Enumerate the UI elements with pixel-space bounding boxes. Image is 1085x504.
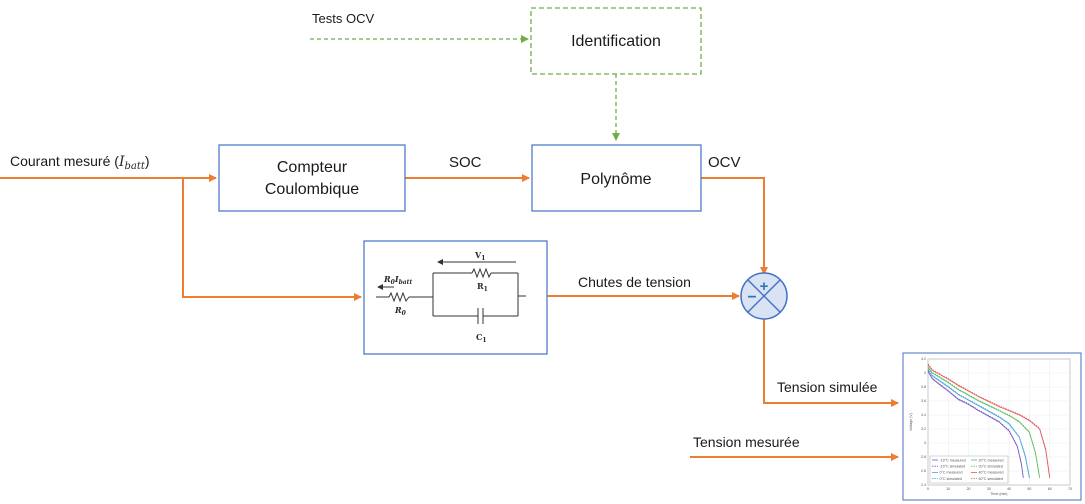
legend-entry: 0°C simulated	[940, 477, 962, 481]
x-axis-label: Time (min)	[990, 492, 1007, 496]
y-tick-label: 3.4	[921, 413, 926, 417]
x-tick-label: 10	[946, 487, 950, 491]
v1-label: V1	[474, 250, 485, 262]
x-tick-label: 60	[1048, 487, 1052, 491]
compteur-label-line2: Coulombique	[265, 181, 359, 198]
legend-entry: 0°C measured	[940, 471, 963, 475]
compteur-label-line1: Compteur	[277, 159, 348, 176]
x-tick-label: 50	[1027, 487, 1031, 491]
r0-resistor	[388, 291, 410, 303]
legend-entry: 40°C measured	[979, 471, 1004, 475]
summing-junction	[740, 272, 788, 320]
legend-entry: 40°C simulated	[979, 477, 1003, 481]
x-tick-label: 70	[1068, 487, 1072, 491]
series-line-1	[927, 370, 1024, 477]
r1-resistor	[471, 267, 492, 279]
y-tick-label: 3.6	[921, 399, 926, 403]
courant-label: Courant mesuré (Ibatt)	[10, 153, 150, 172]
voltage-chart: 0 10 20 30 40 50 60 70 2.4 2.6 2.8 3 3.2 3.4 3.6 3.8 4 4.…	[902, 352, 1082, 501]
series-line-6	[927, 364, 1051, 479]
x-tick-label: 30	[987, 487, 991, 491]
y-tick-label: 4	[924, 371, 926, 375]
c1-label: C1	[476, 332, 487, 344]
r0-label: R0	[394, 305, 407, 317]
tension-simulee-arrow	[763, 319, 899, 407]
polynome-label: Polynôme	[580, 171, 651, 188]
r0-ibatt-label: R0Ibatt	[383, 274, 412, 286]
series-line-5	[927, 366, 1040, 477]
tests-ocv-label: Tests OCV	[312, 11, 374, 26]
series-line-7	[927, 363, 1051, 477]
identification-label: Identification	[571, 33, 661, 50]
r1-label: R1	[477, 281, 488, 293]
tension-mesuree-label: Tension mesurée	[693, 434, 800, 450]
legend-entry: -10°C simulated	[940, 465, 966, 469]
y-tick-label: 2.4	[921, 483, 926, 487]
circuit-block	[363, 240, 548, 355]
series-line-4	[927, 367, 1040, 479]
compteur-block	[218, 144, 406, 212]
soc-label: SOC	[449, 154, 482, 171]
y-axis-label: Voltage (V)	[909, 413, 913, 431]
y-tick-label: 2.8	[921, 455, 926, 459]
y-tick-label: 3.8	[921, 385, 926, 389]
y-tick-label: 4.2	[921, 357, 926, 361]
junction-minus-sign: −	[747, 289, 756, 306]
y-tick-label: 3.2	[921, 427, 926, 431]
courant-branch-line	[182, 178, 362, 301]
ocv-arrow	[701, 177, 768, 275]
ocv-label: OCV	[708, 154, 741, 171]
x-tick-label: 40	[1007, 487, 1011, 491]
legend-box	[929, 455, 1009, 484]
y-tick-label: 2.6	[921, 469, 926, 473]
series-line-3	[927, 368, 1030, 477]
x-tick-label: 0	[927, 487, 929, 491]
legend-entry: 20°C measured	[979, 458, 1004, 462]
legend-entry: -10°C measured	[940, 458, 966, 462]
y-tick-label: 3	[924, 441, 926, 445]
legend-entry: 20°C simulated	[979, 465, 1003, 469]
polynome-block	[531, 144, 702, 212]
series-line-0	[927, 371, 1024, 479]
chutes-label: Chutes de tension	[578, 274, 691, 290]
x-tick-label: 20	[967, 487, 971, 491]
junction-plus-sign: +	[760, 278, 769, 295]
tension-simulee-label: Tension simulée	[777, 379, 878, 395]
equivalent-circuit	[376, 259, 526, 324]
